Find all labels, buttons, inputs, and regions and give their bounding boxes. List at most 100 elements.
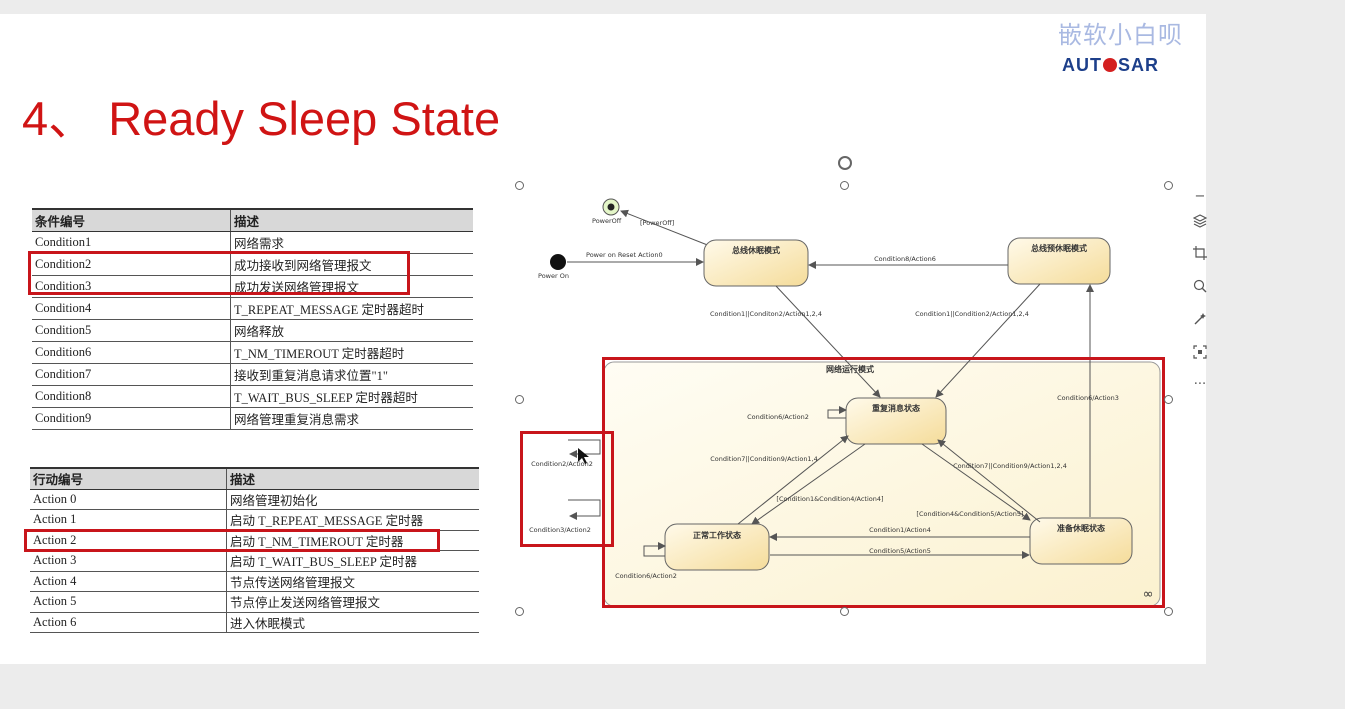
scan-icon[interactable]: [1191, 345, 1209, 363]
infinity-icon: ∞: [1143, 587, 1154, 602]
transition-label: Condition8/Action6: [874, 255, 936, 263]
state-ready-sleep[interactable]: [1029, 517, 1133, 565]
transition-label: Condition7||Condition9/Action1,2,4: [953, 462, 1067, 470]
more-icon[interactable]: ···: [1193, 377, 1207, 392]
highlight-action-2: [24, 529, 440, 552]
power-off-label: PowerOff: [592, 217, 622, 225]
rotate-handle[interactable]: [838, 156, 852, 170]
condition-desc: T_WAIT_BUS_SLEEP 定时器超时: [230, 385, 473, 408]
state-label: 正常工作状态: [693, 530, 741, 540]
selection-handle[interactable]: [1164, 181, 1173, 190]
network-mode-label: 网络运行模式: [826, 364, 874, 374]
minus-icon[interactable]: −: [1194, 189, 1206, 204]
condition-id: Condition8: [32, 385, 231, 408]
action-id: Action 4: [30, 571, 227, 592]
selection-handle[interactable]: [840, 607, 849, 616]
arrow: [751, 443, 866, 525]
logo-left: AUT: [1062, 55, 1102, 75]
transition-label: Condition2/Action2: [531, 460, 593, 468]
selection-handle[interactable]: [515, 181, 524, 190]
power-on-icon: [550, 254, 566, 270]
table-header-row: 条件编号 描述: [32, 208, 473, 232]
transition-label: Condition1||Condition2/Action1,2,4: [915, 310, 1029, 318]
brand-watermark: 嵌软小白呗: [1058, 21, 1183, 49]
header-cell: 行动编号: [30, 467, 227, 490]
action-desc: 启动 T_WAIT_BUS_SLEEP 定时器: [226, 550, 479, 572]
self-loop-arrow: [568, 499, 601, 520]
transition-label: Condition5/Action5: [869, 547, 931, 555]
transition-label: Condition3/Action2: [529, 526, 591, 534]
condition-id: Condition7: [32, 363, 231, 386]
condition-id: Condition2: [32, 253, 231, 276]
selection-handle[interactable]: [840, 181, 849, 190]
state-diagram[interactable]: 网络运行模式 PowerOff [PowerOff] Power On Powe…: [520, 186, 1170, 612]
cursor-icon: [578, 448, 589, 464]
action-id: Action 1: [30, 509, 227, 531]
logo-right: SAR: [1118, 55, 1160, 75]
page-title: 4、 Ready Sleep State: [22, 92, 501, 145]
state-repeat-message[interactable]: [845, 397, 947, 445]
power-off-guard: [PowerOff]: [640, 219, 674, 227]
selection-handle[interactable]: [1164, 395, 1173, 404]
highlight-side-loops: [520, 431, 614, 547]
state-label: 总线预休眠模式: [1031, 243, 1087, 253]
action-desc: 进入休眠模式: [226, 612, 479, 633]
transition-label: Condition6/Action3: [1057, 394, 1119, 402]
magic-icon[interactable]: [1191, 312, 1209, 330]
condition-desc: 网络管理重复消息需求: [230, 407, 473, 430]
self-loop-arrow: [827, 406, 847, 419]
condition-desc: 成功接收到网络管理报文: [230, 253, 473, 276]
selection-handle[interactable]: [1164, 607, 1173, 616]
action-desc: 启动 T_REPEAT_MESSAGE 定时器: [226, 509, 479, 531]
action-id: Action 0: [30, 489, 227, 510]
arrow: [775, 285, 881, 398]
layers-icon[interactable]: [1191, 214, 1209, 232]
action-id: Action 3: [30, 550, 227, 572]
state-label: 总线休眠模式: [732, 245, 780, 255]
crop-icon[interactable]: [1191, 246, 1209, 264]
self-loop-arrow: [643, 542, 666, 557]
table-header-row: 行动编号 描述: [30, 467, 479, 490]
action-desc: 启动 T_NM_TIMEROUT 定时器: [226, 530, 479, 551]
condition-desc: 接收到重复消息请求位置"1": [230, 363, 473, 386]
condition-desc: T_NM_TIMEROUT 定时器超时: [230, 341, 473, 364]
header-cell: 描述: [226, 467, 479, 490]
logo-o-icon: [1103, 58, 1117, 72]
arrow: [620, 209, 711, 247]
state-prepare-bus-sleep[interactable]: [1007, 237, 1111, 285]
power-off-dot: [607, 203, 615, 211]
arrow: [737, 435, 849, 525]
selection-handle[interactable]: [515, 607, 524, 616]
condition-desc: T_REPEAT_MESSAGE 定时器超时: [230, 297, 473, 320]
transition-label: Condition1||Conditon2/Action1,2,4: [710, 310, 822, 318]
zoom-icon[interactable]: [1191, 279, 1209, 297]
condition-id: Condition4: [32, 297, 231, 320]
condition-id: Condition5: [32, 319, 231, 342]
transition-label: Condition7||Condition9/Action1,4: [710, 455, 818, 463]
arrow: [921, 443, 1031, 521]
header-cell: 描述: [230, 208, 473, 232]
power-on-label: Power On: [538, 272, 569, 280]
header-cell: 条件编号: [32, 208, 231, 232]
condition-desc: 网络释放: [230, 319, 473, 342]
power-on-transition: Power on Reset Action0: [586, 251, 663, 259]
selection-handle[interactable]: [515, 395, 524, 404]
arrow: [935, 283, 1041, 398]
action-id: Action 5: [30, 591, 227, 613]
transition-label: Condition1/Action4: [869, 526, 931, 534]
condition-id: Condition9: [32, 407, 231, 430]
